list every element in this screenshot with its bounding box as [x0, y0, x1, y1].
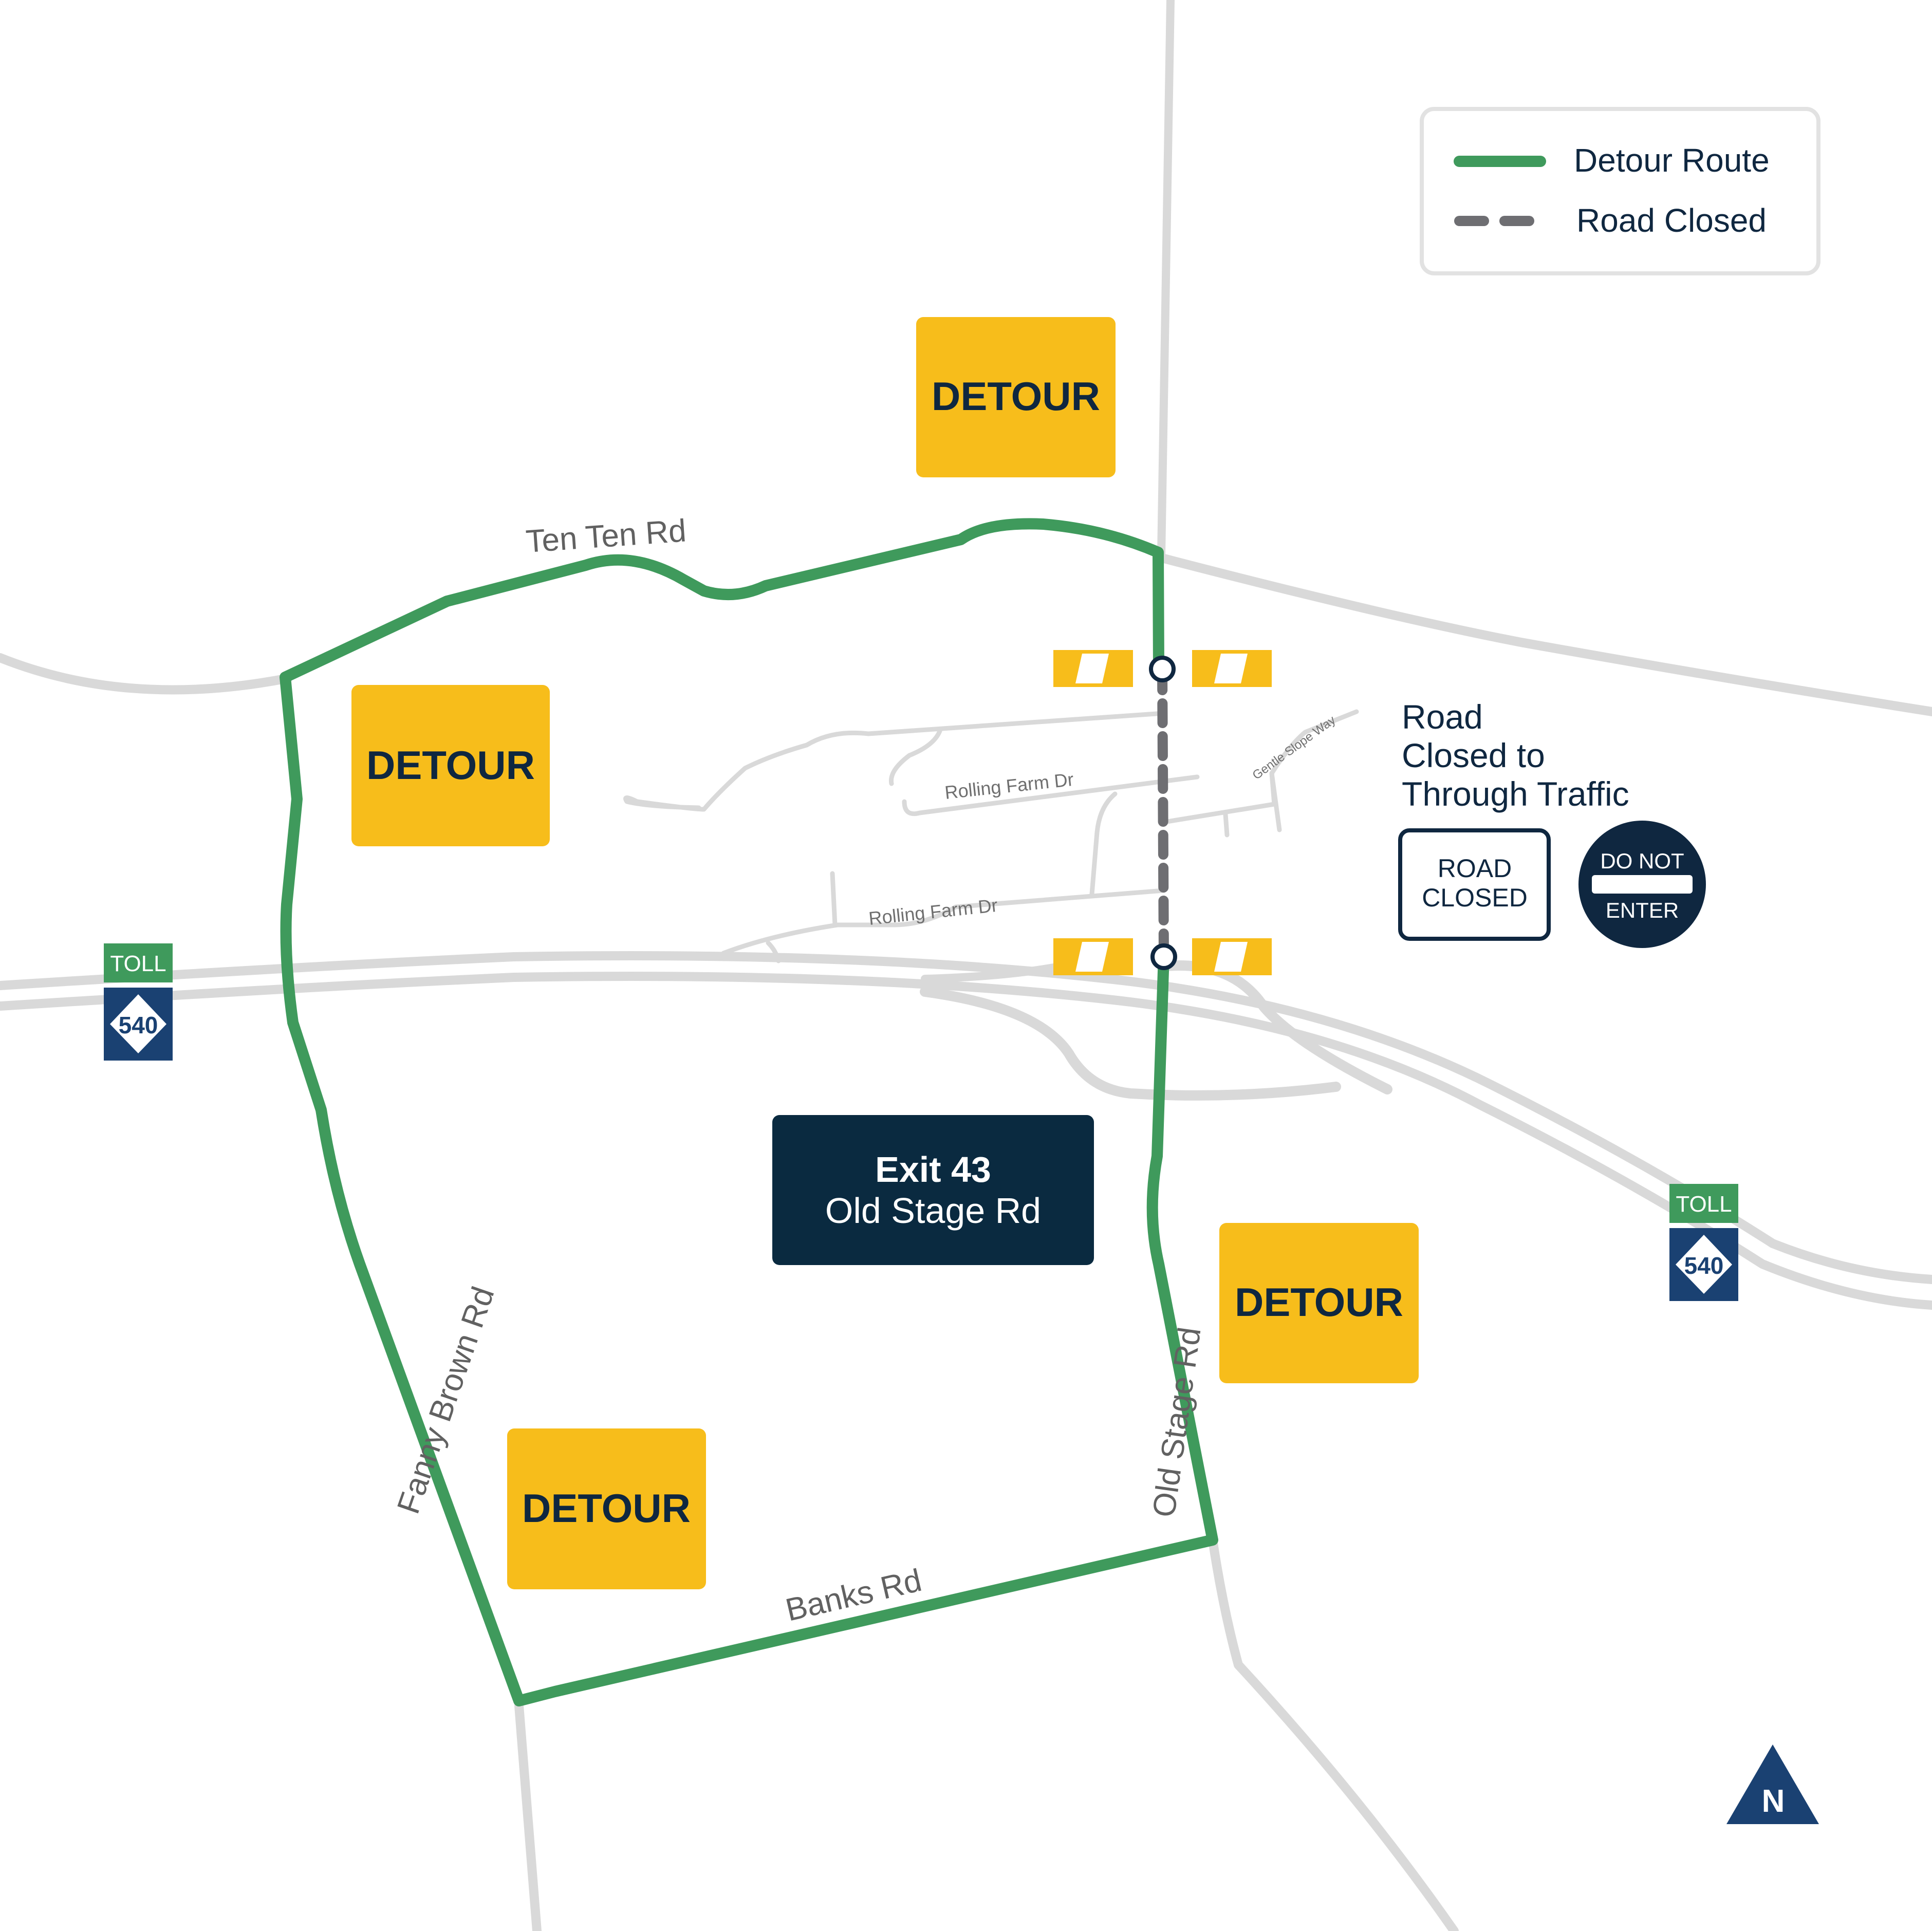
shield-diamond — [110, 994, 166, 1053]
street-mid-vertical — [1089, 791, 1118, 897]
road-fanny-brown-south — [514, 1701, 542, 1931]
street-lower-spur-2 — [766, 940, 781, 963]
north-arrow-label: N — [1762, 1784, 1785, 1819]
do-not-enter-line-1: DO NOT — [1600, 849, 1684, 873]
road-closed-segment — [1157, 665, 1169, 961]
road-closed-sign: ROAD CLOSED — [1398, 828, 1551, 941]
legend-closed-label: Road Closed — [1576, 202, 1767, 239]
street-upper — [623, 711, 1166, 812]
street-gentle-slope-spur — [1269, 771, 1282, 832]
street-east-stub — [1223, 812, 1230, 838]
route-number: 540 — [1684, 1252, 1724, 1279]
label-gentle-slope-way: Gentle Slope Way — [1250, 713, 1339, 783]
detour-sign-label: DETOUR — [1235, 1279, 1403, 1325]
road-old-stage-north — [1157, 0, 1175, 559]
road-closed-sign-line-1: ROAD — [1438, 854, 1512, 883]
do-not-enter-line-2: ENTER — [1606, 898, 1679, 922]
exit-number: Exit 43 — [875, 1149, 991, 1190]
road-ten-ten-east — [1156, 553, 1932, 716]
label-ten-ten-rd: Ten Ten Rd — [525, 513, 688, 560]
street-rolling-farm-lower — [721, 888, 1166, 956]
legend-detour-label: Detour Route — [1574, 142, 1770, 179]
exit-43-box: Exit 43 Old Stage Rd — [772, 1115, 1094, 1265]
closure-note-line-1: Road — [1402, 698, 1483, 736]
street-rolling-farm-upper — [902, 774, 1200, 816]
barricades — [1053, 650, 1272, 975]
detour-sign-label: DETOUR — [522, 1486, 691, 1531]
do-not-enter-sign: DO NOT ENTER — [1578, 821, 1706, 948]
highway-shield-east: TOLL 540 — [1669, 1184, 1738, 1301]
north-arrow-icon: N — [1726, 1744, 1819, 1824]
detour-sign-north: DETOUR — [916, 317, 1116, 477]
road-old-stage-south — [1208, 1535, 1459, 1931]
label-rolling-farm-dr-upper: Rolling Farm Dr — [944, 769, 1075, 803]
detour-sign-west: DETOUR — [351, 685, 550, 846]
do-not-enter-bar — [1592, 875, 1693, 894]
toll-tag — [1669, 1184, 1738, 1223]
closure-point-south — [1150, 943, 1177, 970]
toll-label: TOLL — [110, 951, 166, 976]
street-upper-spur — [888, 727, 943, 786]
legend: Detour Route Road Closed — [1420, 107, 1820, 275]
highway-shield-west: TOLL 540 — [104, 943, 173, 1061]
label-rolling-farm-dr-lower: Rolling Farm Dr — [868, 895, 999, 929]
detour-sign-label: DETOUR — [932, 374, 1100, 419]
detour-sign-south: DETOUR — [507, 1428, 706, 1589]
barricade-ne — [1192, 650, 1272, 687]
road-closed-sign-line-2: CLOSED — [1422, 883, 1528, 912]
barricade-nw — [1053, 650, 1133, 687]
toll-tag — [104, 943, 173, 982]
closure-note-line-2: Closed to — [1402, 736, 1545, 774]
closure-note: Road Closed to Through Traffic — [1402, 698, 1629, 813]
barricade-sw — [1053, 938, 1133, 975]
closure-point-north — [1149, 656, 1176, 682]
exit-road-name: Old Stage Rd — [825, 1191, 1041, 1231]
route-number: 540 — [119, 1012, 158, 1038]
detour-route-line — [280, 518, 1218, 1706]
subdivision-streets — [623, 709, 1359, 963]
toll-label: TOLL — [1676, 1192, 1732, 1217]
road-ten-ten-west — [0, 653, 292, 695]
street-lower-spur — [830, 871, 838, 927]
barricade-se — [1192, 938, 1272, 975]
closure-note-line-3: Through Traffic — [1402, 775, 1629, 813]
detour-sign-east: DETOUR — [1219, 1223, 1419, 1383]
shield-diamond — [1676, 1235, 1732, 1294]
road-interchange-ramp-1 — [920, 987, 1341, 1101]
detour-sign-label: DETOUR — [366, 742, 535, 788]
